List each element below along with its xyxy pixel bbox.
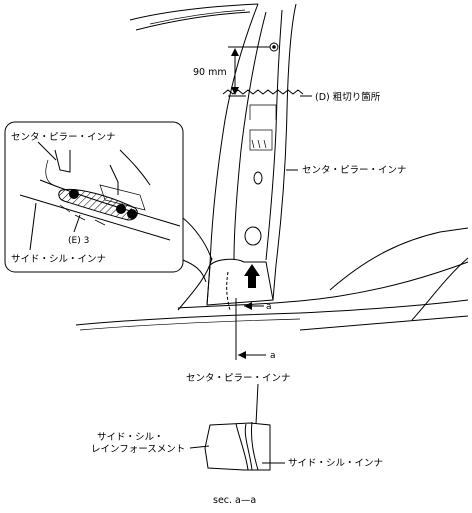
detail-inset: センタ・ピラー・インナ (E) 3 サイド・シル・インナ (4, 121, 213, 283)
cut-point-callout: (D) 粗切り箇所 (300, 91, 381, 103)
center-pillar-inner-label: センタ・ピラー・インナ (302, 165, 407, 176)
dimension-90mm: 90 mm (193, 46, 270, 97)
cross-section: センタ・ピラー・インナ サイド・シル・ レインフォースメント サイド・シル・イン… (91, 373, 383, 506)
center-pillar-inner-callout: センタ・ピラー・インナ (286, 165, 407, 176)
section-center-pillar-inner-label: センタ・ピラー・インナ (186, 373, 291, 384)
section-side-sill-reinf-label-1: サイド・シル・ (97, 432, 164, 443)
section-caption: sec. a—a (213, 495, 256, 506)
section-marker: a a (235, 298, 276, 361)
dimension-label: 90 mm (193, 67, 227, 78)
vehicle-body-outline (75, 3, 469, 331)
inset-center-pillar-inner-label: センタ・ピラー・インナ (11, 132, 116, 143)
section-side-sill-inner-label: サイド・シル・インナ (288, 458, 383, 469)
section-side-sill-reinf-label-2: レインフォースメント (91, 444, 185, 455)
part-ref-label: (E) 3 (68, 236, 89, 246)
section-marker-a-lower: a (270, 351, 276, 361)
section-marker-a-upper: a (266, 302, 272, 312)
direction-arrow (244, 264, 260, 288)
inset-side-sill-inner-label: サイド・シル・インナ (11, 254, 106, 265)
cut-point-label: (D) 粗切り箇所 (315, 91, 381, 103)
